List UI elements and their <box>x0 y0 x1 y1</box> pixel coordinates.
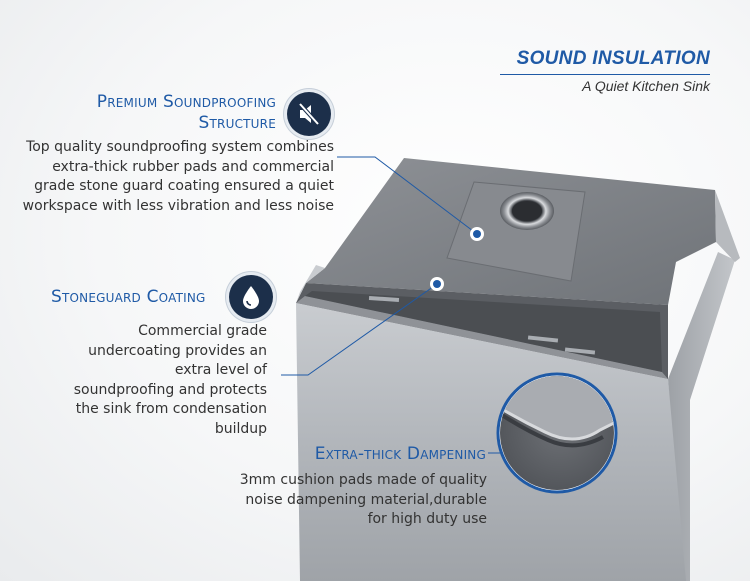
sink-side-wall <box>668 252 735 581</box>
feature-description-coating: Commercial grade undercoating provides a… <box>73 323 267 437</box>
sink-front-face <box>296 303 690 581</box>
title-divider <box>500 74 710 75</box>
feature-heading-soundproofing: Premium Soundproofing Structure <box>97 92 276 134</box>
feature-heading-line2: Structure <box>198 113 276 133</box>
sink-rim <box>296 283 668 379</box>
sink-bottom <box>306 158 716 305</box>
feature-description-soundproofing: Top quality soundproofing system combine… <box>22 139 334 214</box>
leader-lines <box>281 156 500 454</box>
mute-speaker-icon <box>287 92 331 136</box>
callout-markers <box>430 227 484 291</box>
section-subtitle: A Quiet Kitchen Sink <box>582 78 710 94</box>
section-title: SOUND INSULATION <box>516 48 710 69</box>
feature-heading-coating: Stoneguard Coating <box>51 287 206 307</box>
feature-heading-line1: Premium Soundproofing <box>96 92 276 112</box>
dampening-zoom-detail <box>496 372 618 494</box>
section-header: SOUND INSULATION A Quiet Kitchen Sink <box>500 48 710 94</box>
feature-heading-dampening: Extra-thick Dampening <box>314 444 486 464</box>
feature-description-dampening: 3mm cushion pads made of quality noise d… <box>239 472 487 527</box>
water-drop-icon <box>229 275 273 319</box>
